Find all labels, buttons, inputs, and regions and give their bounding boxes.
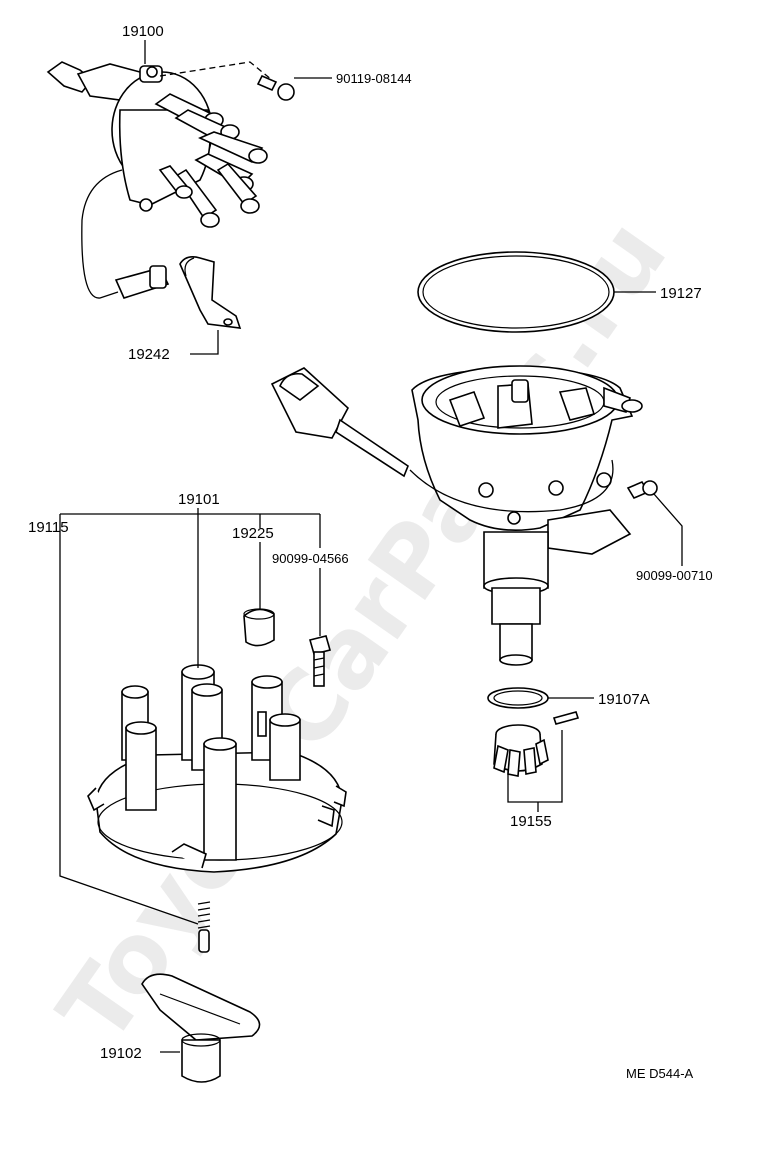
distributor-assembly-drawing <box>46 61 295 299</box>
watermark-text: ToyotaCarParts.ru <box>37 200 688 1063</box>
distributor-cap-drawing <box>87 664 347 873</box>
part-labels: 19100 90119-08144 19242 19127 19101 1911… <box>28 23 713 1081</box>
label-19100: 19100 <box>122 23 164 40</box>
label-19225: 19225 <box>232 525 274 542</box>
label-19242: 19242 <box>128 346 170 363</box>
bracket-drawing <box>179 256 242 329</box>
rotor-drawing <box>141 973 261 1083</box>
label-90119-08144: 90119-08144 <box>336 71 412 86</box>
distributor-housing-drawing <box>270 365 658 666</box>
label-90099-04566: 90099-04566 <box>272 551 349 566</box>
label-19127: 19127 <box>660 285 702 302</box>
label-19101: 19101 <box>178 491 220 508</box>
o-ring-drawing <box>417 251 615 333</box>
leader-lines <box>59 40 683 1053</box>
thrust-washer-drawing <box>487 687 549 709</box>
label-19102: 19102 <box>100 1045 142 1062</box>
center-electrode-spring-drawing <box>197 901 211 953</box>
label-19107A: 19107A <box>598 691 650 708</box>
cap-screw-drawing <box>309 635 331 687</box>
label-90099-00710: 90099-00710 <box>636 568 713 583</box>
reference-code: ME D544-A <box>626 1066 694 1081</box>
watermark: ToyotaCarParts.ru <box>37 200 688 1063</box>
label-19155: 19155 <box>510 813 552 830</box>
driven-gear-drawing <box>493 711 580 777</box>
cap-bushing-drawing <box>243 608 275 647</box>
label-19115: 19115 <box>28 519 69 536</box>
